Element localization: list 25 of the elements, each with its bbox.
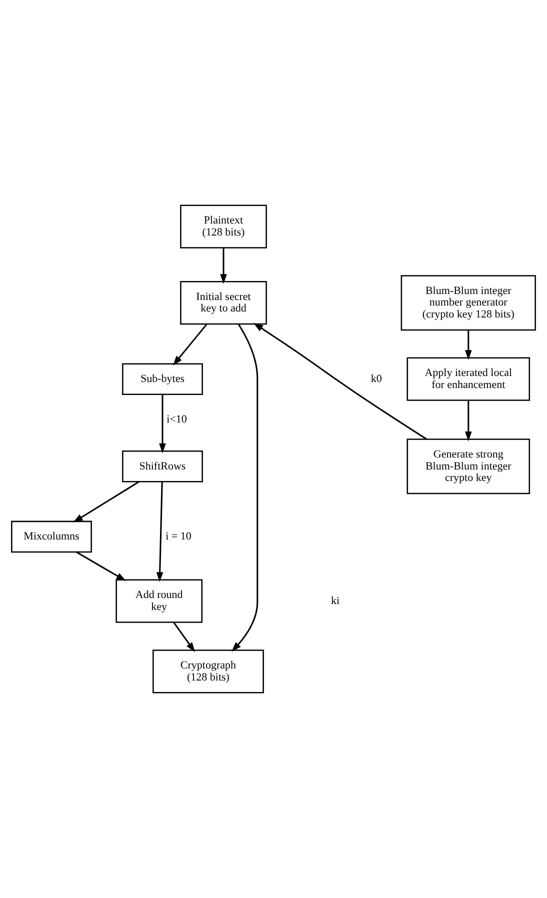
node-box: Add round key [116, 579, 203, 623]
arrow [464, 400, 472, 442]
label: ki [331, 594, 340, 607]
node-box: Sub-bytes [122, 363, 203, 395]
arrow [232, 324, 258, 652]
node-box: Generate strong Blum-Blum integer crypto key [406, 438, 530, 494]
arrow [156, 482, 164, 582]
node-box: Mixcolumns [11, 520, 92, 553]
arrow [173, 622, 196, 652]
node-box: Cryptograph (128 bits) [152, 650, 264, 694]
arrow [159, 394, 166, 454]
arrow [220, 248, 227, 284]
node-box: Initial secret key to add [180, 281, 267, 325]
edge-label: k0 [370, 372, 382, 385]
arrow [253, 322, 428, 440]
arrow [464, 330, 472, 360]
arrow [76, 551, 126, 581]
node-box: Blum-Blum integer number generator (crypto key 128 bits) [400, 275, 536, 331]
edge-label: i = 10 [166, 530, 192, 543]
edge-label: i<10 [166, 414, 187, 426]
node-box: Plaintext (128 bits) [180, 204, 267, 248]
arrow [172, 324, 208, 366]
node-box: ShiftRows [122, 450, 203, 482]
node-box: Apply iterated local for enhancement [406, 357, 530, 401]
arrow [73, 481, 140, 523]
